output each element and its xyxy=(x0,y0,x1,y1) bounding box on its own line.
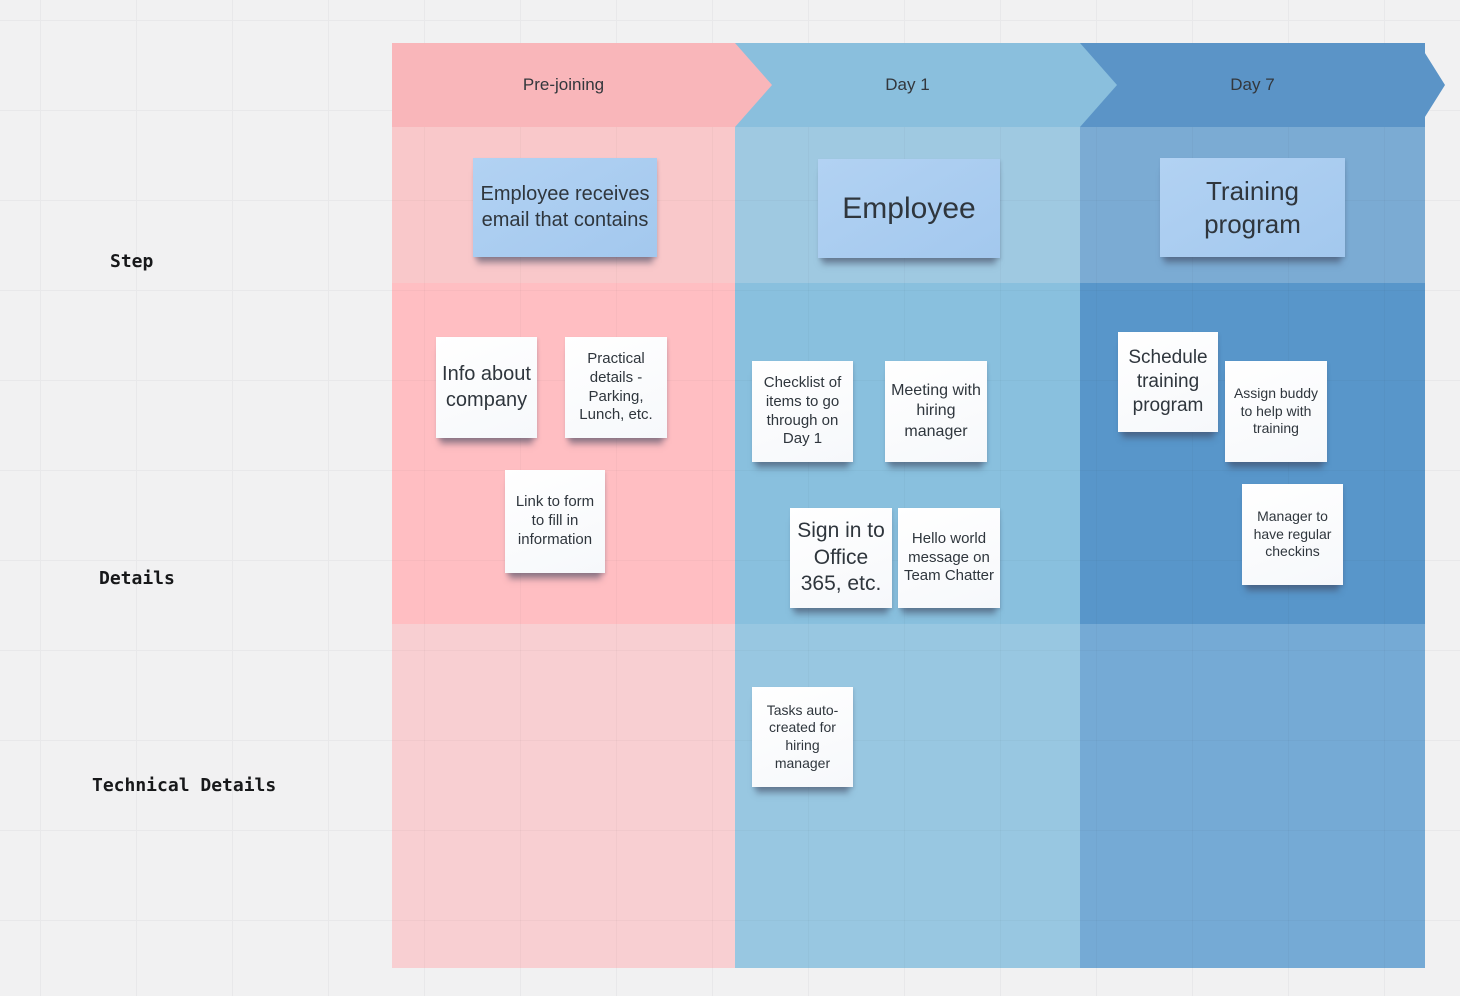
row-label-details: Details xyxy=(99,568,175,589)
cell-day1-technical xyxy=(735,624,1080,968)
sticky-note-sign-in-office-365[interactable]: Sign in to Office 365, etc. xyxy=(790,508,892,608)
row-label-step: Step xyxy=(110,251,154,272)
sticky-note-checklist-day1[interactable]: Checklist of items to go through on Day … xyxy=(752,361,853,462)
sticky-note-schedule-training-program[interactable]: Schedule training program xyxy=(1118,332,1218,432)
sticky-note-employee-receives-email[interactable]: Employee receives email that contains xyxy=(473,158,657,257)
phase-label: Pre-joining xyxy=(522,75,605,94)
phase-arrow-day-7[interactable]: Day 7 xyxy=(1080,43,1445,127)
sticky-note-hello-world-chatter[interactable]: Hello world message on Team Chatter xyxy=(898,508,1000,608)
phase-label: Day 7 xyxy=(1230,75,1275,94)
sticky-note-assign-buddy[interactable]: Assign buddy to help with training xyxy=(1225,361,1327,462)
sticky-note-info-about-company[interactable]: Info about company xyxy=(436,337,537,438)
sticky-note-link-to-form[interactable]: Link to form to fill in information xyxy=(505,470,605,573)
phase-arrow-pre-joining[interactable]: Pre-joining xyxy=(392,43,772,127)
phase-label: Day 1 xyxy=(885,75,930,94)
sticky-note-tasks-auto-created[interactable]: Tasks auto-created for hiring manager xyxy=(752,687,853,787)
sticky-note-employee[interactable]: Employee xyxy=(818,159,1000,258)
row-label-technical-details: Technical Details xyxy=(92,775,277,796)
sticky-note-practical-details[interactable]: Practical details - Parking, Lunch, etc. xyxy=(565,337,667,438)
sticky-note-manager-checkins[interactable]: Manager to have regular checkins xyxy=(1242,484,1343,585)
cell-prejoining-technical xyxy=(392,624,735,968)
sticky-note-meeting-hiring-manager[interactable]: Meeting with hiring manager xyxy=(885,361,987,462)
cell-day7-technical xyxy=(1080,624,1425,968)
sticky-note-training-program[interactable]: Training program xyxy=(1160,158,1345,257)
phase-arrow-day-1[interactable]: Day 1 xyxy=(735,43,1117,127)
